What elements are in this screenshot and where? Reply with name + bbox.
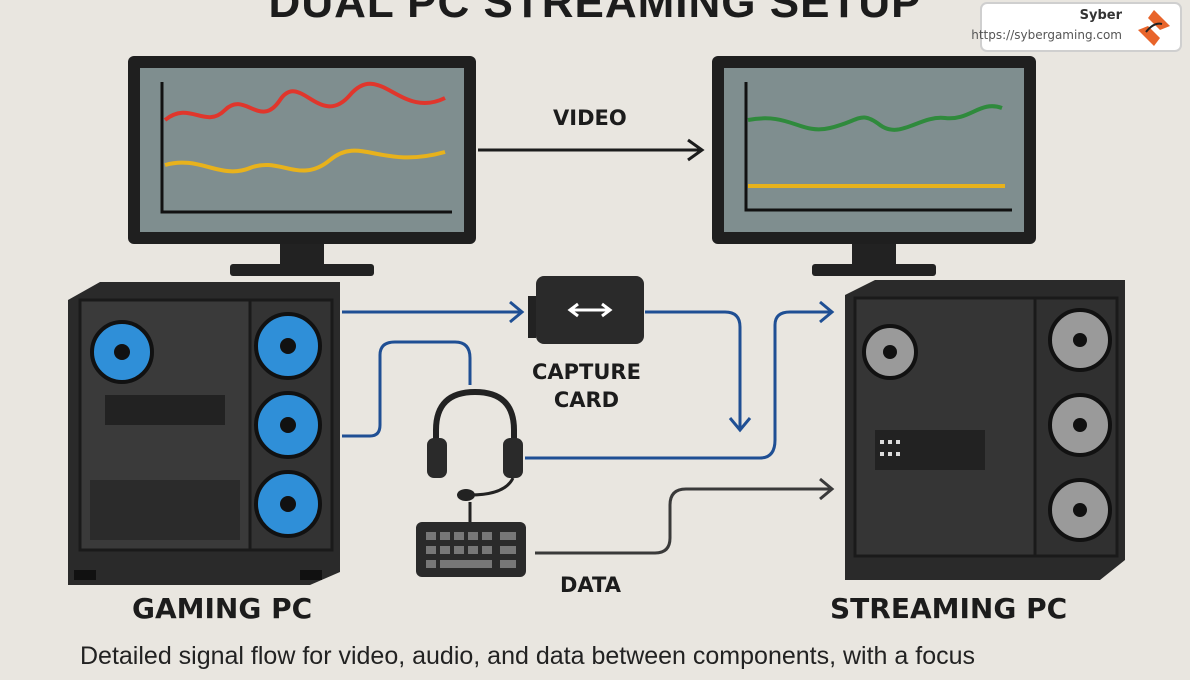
streaming-pc-case — [845, 280, 1125, 580]
signal-lines — [342, 300, 835, 460]
gaming-pc-label: GAMING PC — [132, 592, 313, 625]
gaming-pc-case — [68, 282, 340, 585]
keyboard-icon — [416, 502, 526, 577]
syber-logo-icon — [1138, 10, 1170, 46]
data-line — [535, 477, 835, 555]
gaming-monitor — [128, 56, 476, 276]
streaming-monitor — [712, 56, 1036, 276]
headset-icon — [427, 388, 523, 501]
swap-arrows-icon — [567, 302, 613, 318]
caption: Detailed signal flow for video, audio, a… — [80, 642, 975, 670]
diagram-title: DUAL PC STREAMING SETUP — [268, 0, 922, 27]
video-arrow — [478, 138, 705, 162]
data-label: DATA — [560, 573, 622, 597]
watermark-url: https://sybergaming.com — [971, 28, 1122, 42]
video-label: VIDEO — [553, 106, 627, 130]
capture-label-line2: CARD — [553, 388, 620, 412]
watermark-badge[interactable]: Syber https://sybergaming.com — [971, 2, 1182, 52]
capture-card — [528, 276, 644, 344]
capture-label-line1: CAPTURE — [532, 360, 641, 384]
watermark-name: Syber — [1079, 8, 1122, 23]
capture-card-label: CAPTURE CARD — [532, 358, 641, 414]
streaming-pc-label: STREAMING PC — [830, 592, 1068, 625]
